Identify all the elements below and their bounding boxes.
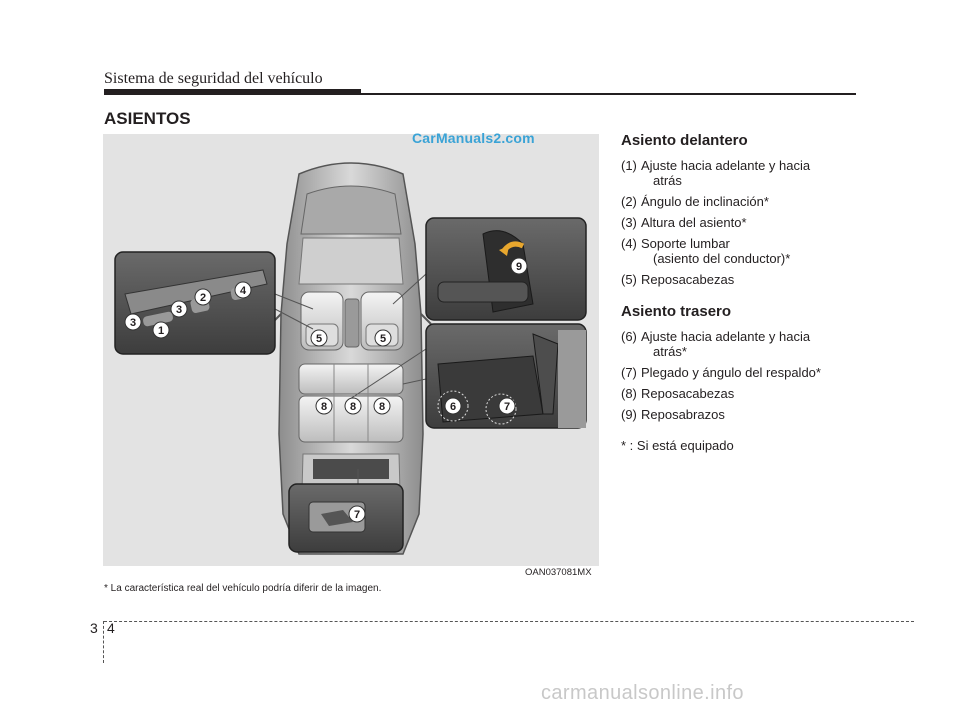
page-number-divider — [103, 621, 104, 663]
callout-7: 7 — [499, 398, 515, 414]
footer-watermark: carmanualsonline.info — [541, 682, 744, 705]
equipment-note: * : Si está equipado — [621, 438, 861, 453]
callout-4: 4 — [235, 282, 251, 298]
seat-switch-panel-inset — [115, 252, 275, 354]
svg-text:7: 7 — [354, 509, 360, 521]
callout-8: 8 — [374, 398, 390, 414]
callout-1: 1 — [153, 322, 169, 338]
list-item: (3) Altura del asiento* — [621, 215, 861, 230]
callout-5: 5 — [311, 330, 327, 346]
chapter-number: 3 — [90, 620, 98, 636]
callout-7: 7 — [349, 506, 365, 522]
list-item: (2) Ángulo de inclinación* — [621, 194, 861, 209]
svg-text:2: 2 — [200, 292, 206, 304]
list-item: (5) Reposacabezas — [621, 272, 861, 287]
seat-legend: Asiento delantero (1) Ajuste hacia adela… — [621, 132, 861, 453]
list-item: (1) Ajuste hacia adelante y hacia atrás — [621, 158, 861, 188]
figure-code: OAN037081MX — [525, 567, 592, 578]
header-rule — [104, 93, 856, 95]
svg-text:9: 9 — [516, 261, 522, 273]
svg-text:8: 8 — [379, 401, 385, 413]
list-item: (6) Ajuste hacia adelante y hacia atrás* — [621, 329, 861, 359]
callout-3: 3 — [171, 301, 187, 317]
list-item: (8) Reposacabezas — [621, 386, 861, 401]
page-number: 4 — [107, 620, 115, 636]
front-seat-heading: Asiento delantero — [621, 132, 861, 149]
svg-text:1: 1 — [158, 325, 164, 337]
list-item: (4) Soporte lumbar (asiento del conducto… — [621, 236, 861, 266]
list-item: (7) Plegado y ángulo del respaldo* — [621, 365, 861, 380]
rear-seat-heading: Asiento trasero — [621, 303, 861, 320]
svg-text:5: 5 — [380, 333, 386, 345]
svg-text:4: 4 — [240, 285, 247, 297]
callout-6: 6 — [445, 398, 461, 414]
section-title: ASIENTOS — [104, 109, 191, 129]
callout-3: 3 — [125, 314, 141, 330]
callout-8: 8 — [316, 398, 332, 414]
figure-caption: * La característica real del vehículo po… — [104, 583, 381, 594]
svg-text:3: 3 — [176, 304, 182, 316]
callout-9: 9 — [511, 258, 527, 274]
callout-8: 8 — [345, 398, 361, 414]
svg-text:6: 6 — [450, 401, 456, 413]
car-top-view-drawing: 1 3 3 2 4 5 5 8 8 — [103, 134, 599, 566]
list-item: (9) Reposabrazos — [621, 407, 861, 422]
running-header: Sistema de seguridad del vehículo — [104, 70, 323, 88]
svg-text:3: 3 — [130, 317, 136, 329]
front-armrest-inset — [426, 218, 586, 320]
footer-dashed-rule — [104, 621, 914, 622]
cargo-lever-inset — [289, 484, 403, 552]
site-watermark: CarManuals2.com — [412, 130, 535, 146]
callout-2: 2 — [195, 289, 211, 305]
svg-text:8: 8 — [321, 401, 327, 413]
callout-5: 5 — [375, 330, 391, 346]
svg-text:8: 8 — [350, 401, 356, 413]
svg-text:7: 7 — [504, 401, 510, 413]
seats-illustration: 1 3 3 2 4 5 5 8 8 — [103, 134, 599, 566]
svg-text:5: 5 — [316, 333, 322, 345]
